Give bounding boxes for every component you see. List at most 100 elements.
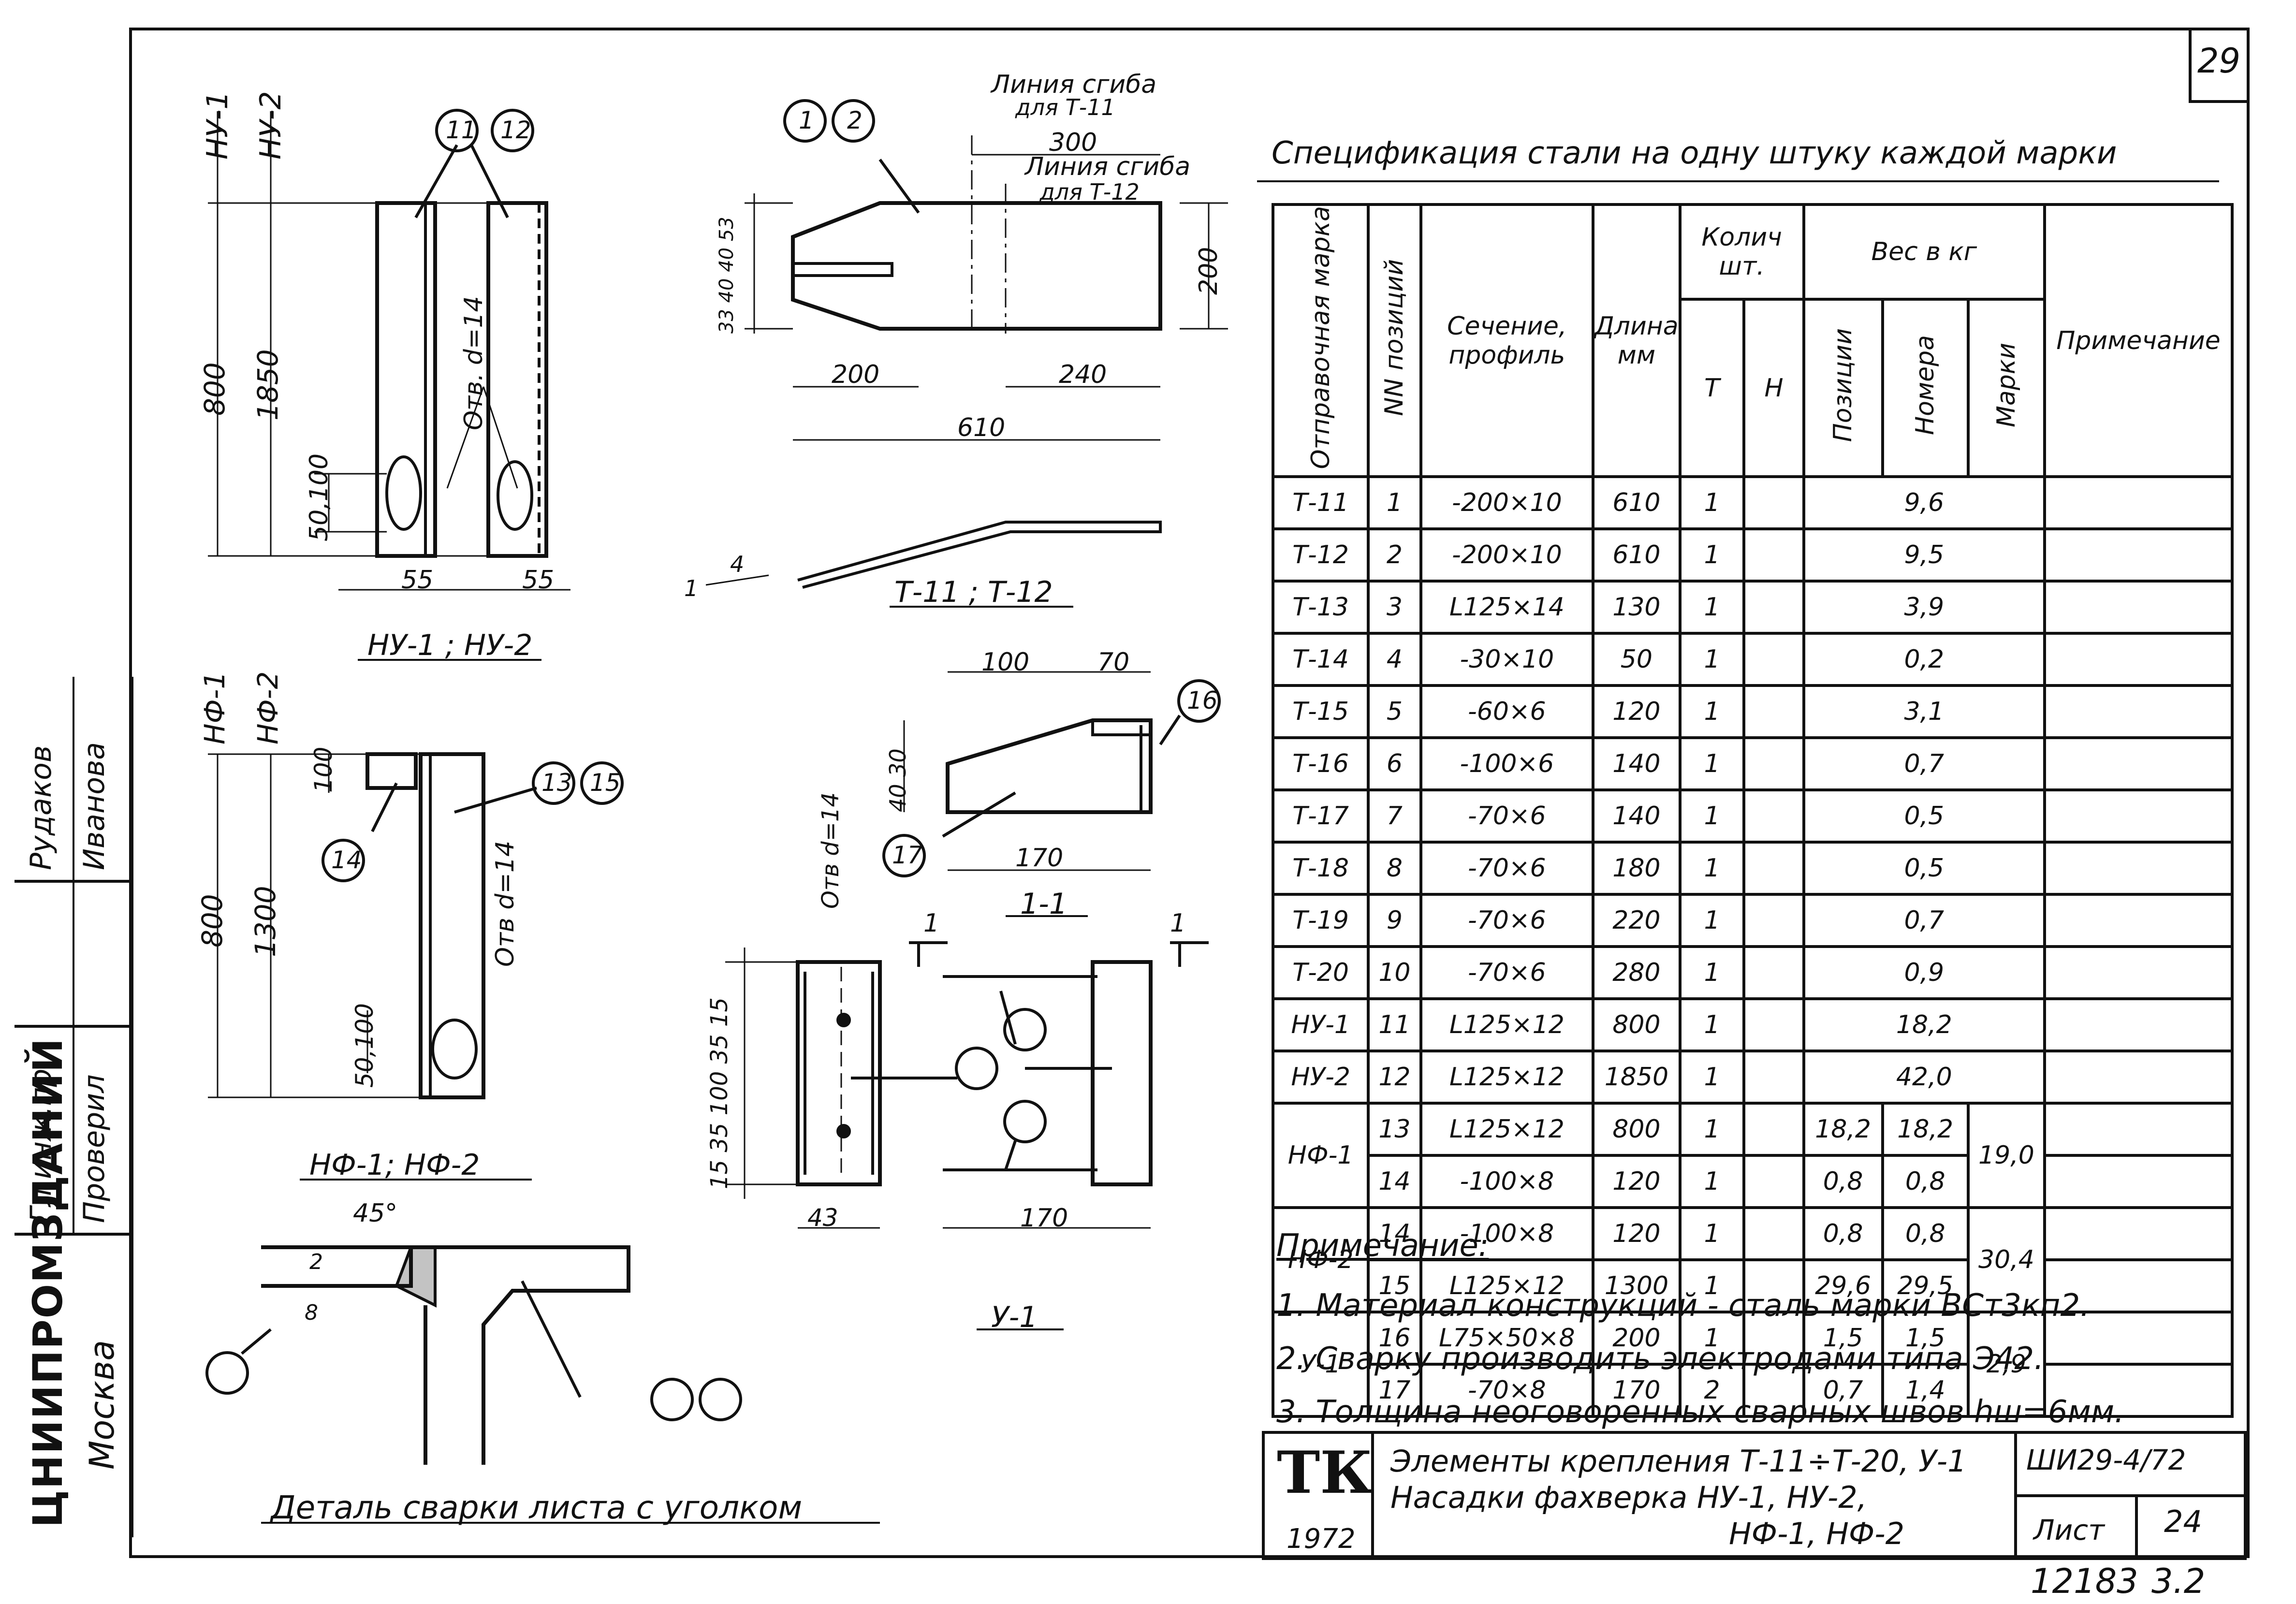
bend-line-1b: для Т-11: [1015, 94, 1115, 120]
cell-pos: 2: [1367, 527, 1422, 583]
cell-note: [2043, 1050, 2234, 1105]
side-name1: Рудаков: [24, 745, 58, 870]
cell-qty-n: [1742, 788, 1805, 844]
cell-mark: Т-14: [1271, 632, 1370, 687]
cell-note: [2043, 1311, 2234, 1366]
balloon-17b: [1003, 1008, 1047, 1051]
cell-section: L125×12: [1419, 1258, 1595, 1314]
cell-section: -70×6: [1419, 945, 1595, 1001]
u1-dim-170: 170: [1020, 1204, 1068, 1233]
cell-mark: НУ-1: [1271, 997, 1370, 1053]
nf-dim-800: 800: [196, 894, 229, 948]
cell-note: [2043, 527, 2234, 583]
cell-mark: Т-11: [1271, 475, 1370, 531]
cell-pos: 12: [1367, 1050, 1422, 1105]
u1-dims: 15 35 100 35 15: [706, 997, 733, 1189]
cell-weight: 0,7: [1802, 736, 2047, 792]
notes-title: Примечание:: [1276, 1228, 1489, 1264]
cell-weight-num: 1,5: [1881, 1311, 1970, 1366]
t-caption: Т-11 ; Т-12: [894, 575, 1053, 609]
balloon-2: [832, 99, 875, 143]
cell-mark: НУ-2: [1271, 1050, 1370, 1105]
cell-pos: 4: [1367, 632, 1422, 687]
cell-section: -70×6: [1419, 841, 1595, 896]
cell-pos: 3: [1367, 580, 1422, 635]
t-dim-200: 200: [832, 360, 880, 389]
cell-qty-t: 1: [1678, 1154, 1746, 1210]
t-plate: [791, 201, 1162, 331]
cell-weight: 0,2: [1802, 632, 2047, 687]
nf-hole: Отв d=14: [491, 840, 520, 967]
cell-weight: 0,5: [1802, 841, 2047, 896]
cell-mark: НФ-2: [1271, 1206, 1370, 1314]
cell-note: [2043, 684, 2234, 740]
cell-mark: НФ-1: [1271, 1102, 1370, 1210]
th-note: Примечание: [2043, 203, 2234, 479]
th-w-mark: Марки: [1966, 298, 2047, 479]
cell-weight: 9,5: [1802, 527, 2047, 583]
balloon-2-text: 2: [847, 106, 863, 134]
cell-pos: 7: [1367, 788, 1422, 844]
cell-note: [2043, 1363, 2234, 1418]
cell-length: 200: [1592, 1311, 1682, 1366]
sheet-number: 29: [2197, 41, 2241, 81]
notes: Примечание: 1. Материал конструкций - ст…: [1276, 1228, 2124, 1447]
cell-pos: 5: [1367, 684, 1422, 740]
doc-code: ШИ29-4/72: [2026, 1444, 2186, 1476]
cell-length: 800: [1592, 1102, 1682, 1157]
cell-weight-num: 0,8: [1881, 1154, 1970, 1210]
cell-section: L125×12: [1419, 1102, 1595, 1157]
balloon-16b: [955, 1047, 998, 1090]
ny-dim-50: 50,100: [305, 453, 334, 541]
cell-qty-n: [1742, 1154, 1805, 1210]
list-label: Лист: [2033, 1514, 2105, 1546]
t-dim-1: 1: [684, 575, 699, 601]
cell-qty-t: 1: [1678, 788, 1746, 844]
weld-45: 45°: [353, 1199, 398, 1228]
nf-angle: [419, 752, 485, 1099]
nf-caption: НФ-1; НФ-2: [309, 1148, 480, 1182]
cell-qty-t: 1: [1678, 1102, 1746, 1157]
cell-section: -60×6: [1419, 684, 1595, 740]
cell-section: L75×50×8: [1419, 1311, 1595, 1366]
ny-dim-1850: 1850: [251, 349, 284, 421]
cell-weight-pos: 29,6: [1802, 1258, 1884, 1314]
cell-qty-t: 2: [1678, 1363, 1746, 1418]
balloon-17-text: 17: [892, 841, 923, 869]
cell-pos: 14: [1367, 1154, 1422, 1210]
cell-note: [2043, 893, 2234, 948]
cell-section: L125×12: [1419, 1050, 1595, 1105]
cell-pos: 9: [1367, 893, 1422, 948]
cell-section: -200×10: [1419, 527, 1595, 583]
title-line-3: НФ-1, НФ-2: [1729, 1516, 1905, 1551]
cell-pos: 16: [1367, 1311, 1422, 1366]
cell-weight-num: 0,8: [1881, 1206, 1970, 1262]
bend-line-2: Линия сгиба: [1025, 152, 1191, 181]
cell-weight: 18,2: [1802, 997, 2047, 1053]
cell-mark: Т-17: [1271, 788, 1370, 844]
cell-qty-n: [1742, 1363, 1805, 1418]
cell-weight-num: 29,5: [1881, 1258, 1970, 1314]
tk-logo: ТК: [1277, 1439, 1373, 1507]
cell-weight-pos: 0,8: [1802, 1206, 1884, 1262]
weld-8: 8: [305, 1300, 318, 1325]
cell-note: [2043, 736, 2234, 792]
cell-weight-pos: 0,7: [1802, 1363, 1884, 1418]
cell-qty-t: 1: [1678, 945, 1746, 1001]
side-role1: Гл.инж.пр.: [24, 1059, 58, 1223]
balloon-13-text: 13: [541, 769, 572, 797]
cell-qty-t: 1: [1678, 893, 1746, 948]
